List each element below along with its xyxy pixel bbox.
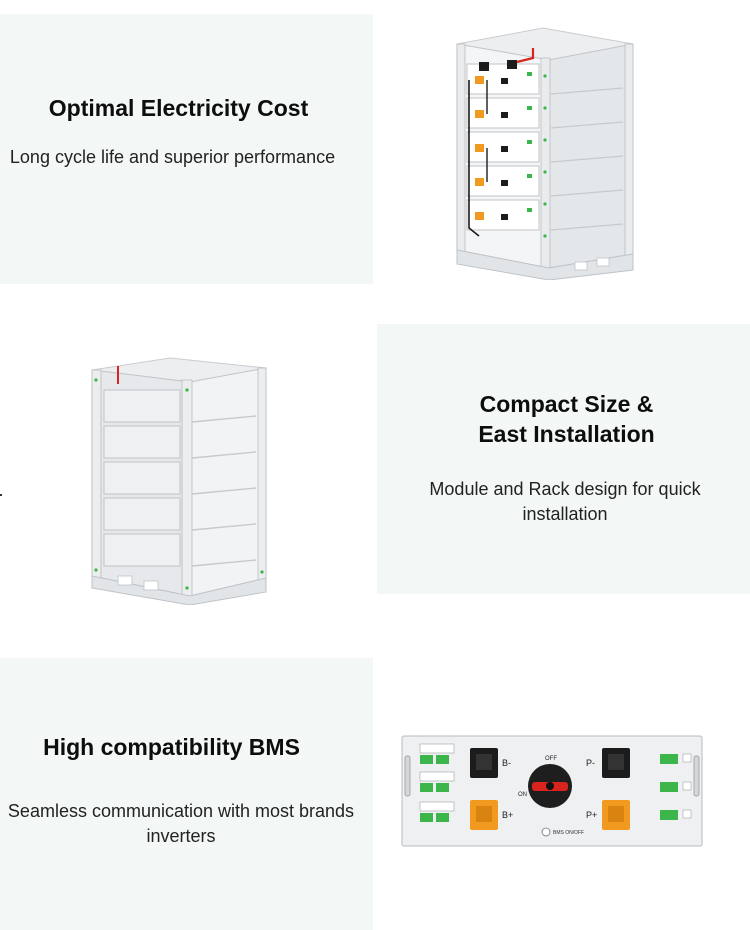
section-title-compact-size: Compact Size & East Installation — [478, 391, 655, 447]
section-desc-bms: Seamless communication with most brands … — [7, 801, 355, 846]
section-desc-compact-size: Module and Rack design for quick install… — [429, 479, 701, 524]
feature-panel-1 — [0, 14, 373, 284]
label-p-plus: P+ — [586, 810, 597, 820]
label-b-minus: B- — [502, 758, 511, 768]
feature-panel-3 — [0, 658, 373, 930]
battery-rack-closed-illustration — [91, 357, 267, 605]
battery-modules — [466, 63, 540, 231]
closed-modules — [103, 389, 181, 567]
feature-panel-2 — [377, 324, 750, 594]
label-bms-switch: BMS ON/OFF — [553, 830, 584, 836]
section-title-bms: High compatibility BMS — [43, 734, 300, 760]
section-title-electricity-cost: Optimal Electricity Cost — [48, 95, 309, 121]
label-off: OFF — [545, 756, 557, 762]
label-p-minus: P- — [586, 758, 595, 768]
edge-dot — [0, 494, 2, 496]
label-on: ON — [518, 792, 527, 798]
section-desc-electricity-cost: Long cycle life and superior performance — [9, 147, 336, 167]
bms-control-panel-illustration: B- B+ P- P+ OFF ON BMS ON/OFF — [401, 735, 703, 847]
battery-rack-open-illustration — [456, 27, 634, 280]
label-b-plus: B+ — [502, 810, 513, 820]
